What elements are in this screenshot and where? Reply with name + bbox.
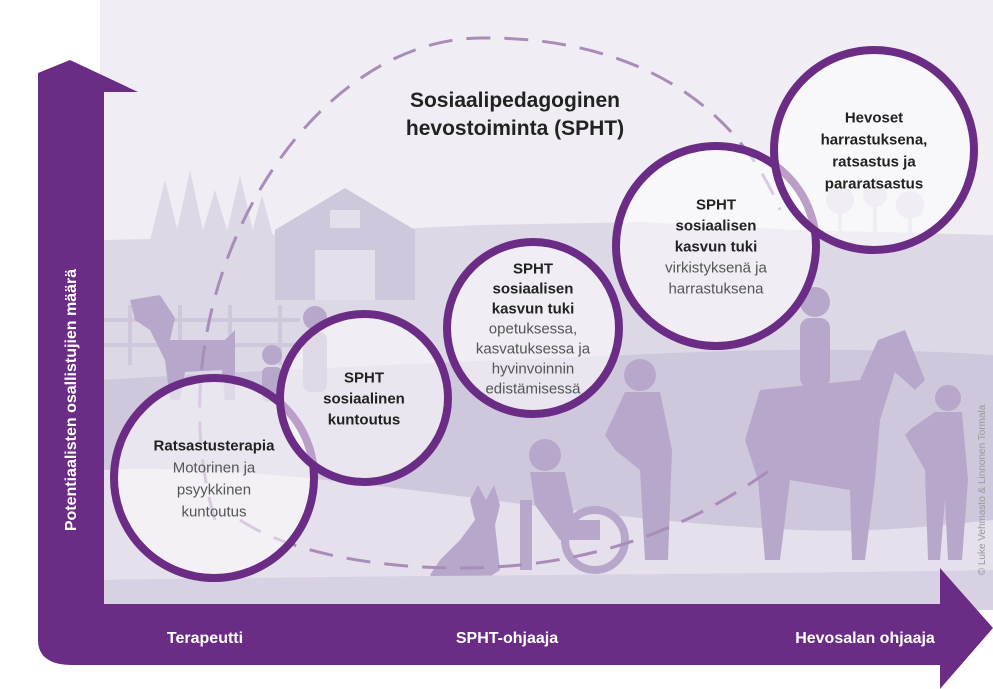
x-axis-arrow	[38, 568, 993, 689]
circle-spht-education-ring	[443, 238, 623, 418]
diagram-title-line-1: Sosiaalipedagoginen	[410, 89, 620, 112]
circle-bold-text: harrastuksena,	[821, 131, 928, 148]
circle-bold-text: sosiaalisen	[493, 280, 574, 297]
circle-bold-text: kasvun tuki	[492, 300, 575, 317]
circle-bold-text: SPHT	[696, 196, 736, 213]
circle-spht-social-rehab-ring	[276, 310, 452, 486]
circle-text: kuntoutus	[181, 503, 246, 520]
circle-spht-recreation: SPHT sosiaalisen kasvun tuki virkistyksenä …	[665, 196, 767, 297]
circle-therapeutic-riding-ring	[110, 374, 318, 582]
dashed-arc	[198, 36, 782, 521]
circle-text: kasvatuksessa ja	[476, 340, 591, 357]
circle-text: harrastuksena	[668, 280, 764, 297]
circle-spht-recreation-ring	[612, 142, 820, 350]
circle-spht-social-rehab: SPHT sosiaalinen kuntoutus	[323, 369, 405, 428]
x-axis-label-therapist: Terapeutti	[167, 630, 243, 647]
circle-text: Motorinen ja	[173, 459, 256, 476]
circle-text: psyykkinen	[177, 481, 251, 498]
copyright-text: © Luke Vehmasto & Linnonen Tormala	[977, 404, 988, 575]
y-axis-label: Potentiaalisten osallistujien määrä	[63, 269, 80, 531]
tree-icon	[150, 170, 274, 240]
foreground-ground	[100, 570, 993, 610]
circle-bold-text: ratsastus ja	[832, 153, 916, 170]
circle-spht-education: SPHT sosiaalisen kasvun tuki opetuksessa, ka…	[476, 260, 591, 397]
x-axis-label-equine-instructor: Hevosalan ohjaaja	[795, 630, 935, 647]
circle-bold-text: pararatsastus	[825, 175, 923, 192]
diagram-title-line-2: hevostoiminta (SPHT)	[406, 117, 624, 140]
circle-bold-text: SPHT	[513, 260, 553, 277]
circle-bold-text: sosiaalinen	[323, 390, 405, 407]
y-axis-arrow	[38, 60, 138, 604]
horse-icon	[130, 295, 235, 400]
x-axis-label-spht-instructor: SPHT-ohjaaja	[456, 630, 558, 647]
circle-horse-hobby-ring	[770, 46, 978, 254]
circle-horse-hobby: Hevoset harrastuksena, ratsastus ja pararat…	[821, 109, 928, 192]
circle-text: opetuksessa,	[489, 320, 577, 337]
child-person-icon	[905, 385, 968, 560]
circle-bold-text: SPHT	[344, 369, 384, 386]
dashed-arc-lower	[239, 468, 771, 570]
wheelchair-user-icon	[520, 439, 629, 574]
circle-text: edistämisessä	[485, 380, 581, 397]
circle-text: hyvinvoinnin	[492, 360, 575, 377]
helper-person-icon	[605, 359, 672, 560]
circle-bold-text: kasvun tuki	[675, 238, 758, 255]
barn-icon	[275, 188, 415, 300]
circle-bold-text: Ratsastusterapia	[154, 437, 276, 454]
circle-bold-text: Hevoset	[845, 109, 903, 126]
circle-bold-text: kuntoutus	[328, 411, 401, 428]
circle-bold-text: sosiaalisen	[676, 217, 757, 234]
dog-icon	[430, 485, 500, 585]
circle-text: virkistyksenä ja	[665, 259, 767, 276]
